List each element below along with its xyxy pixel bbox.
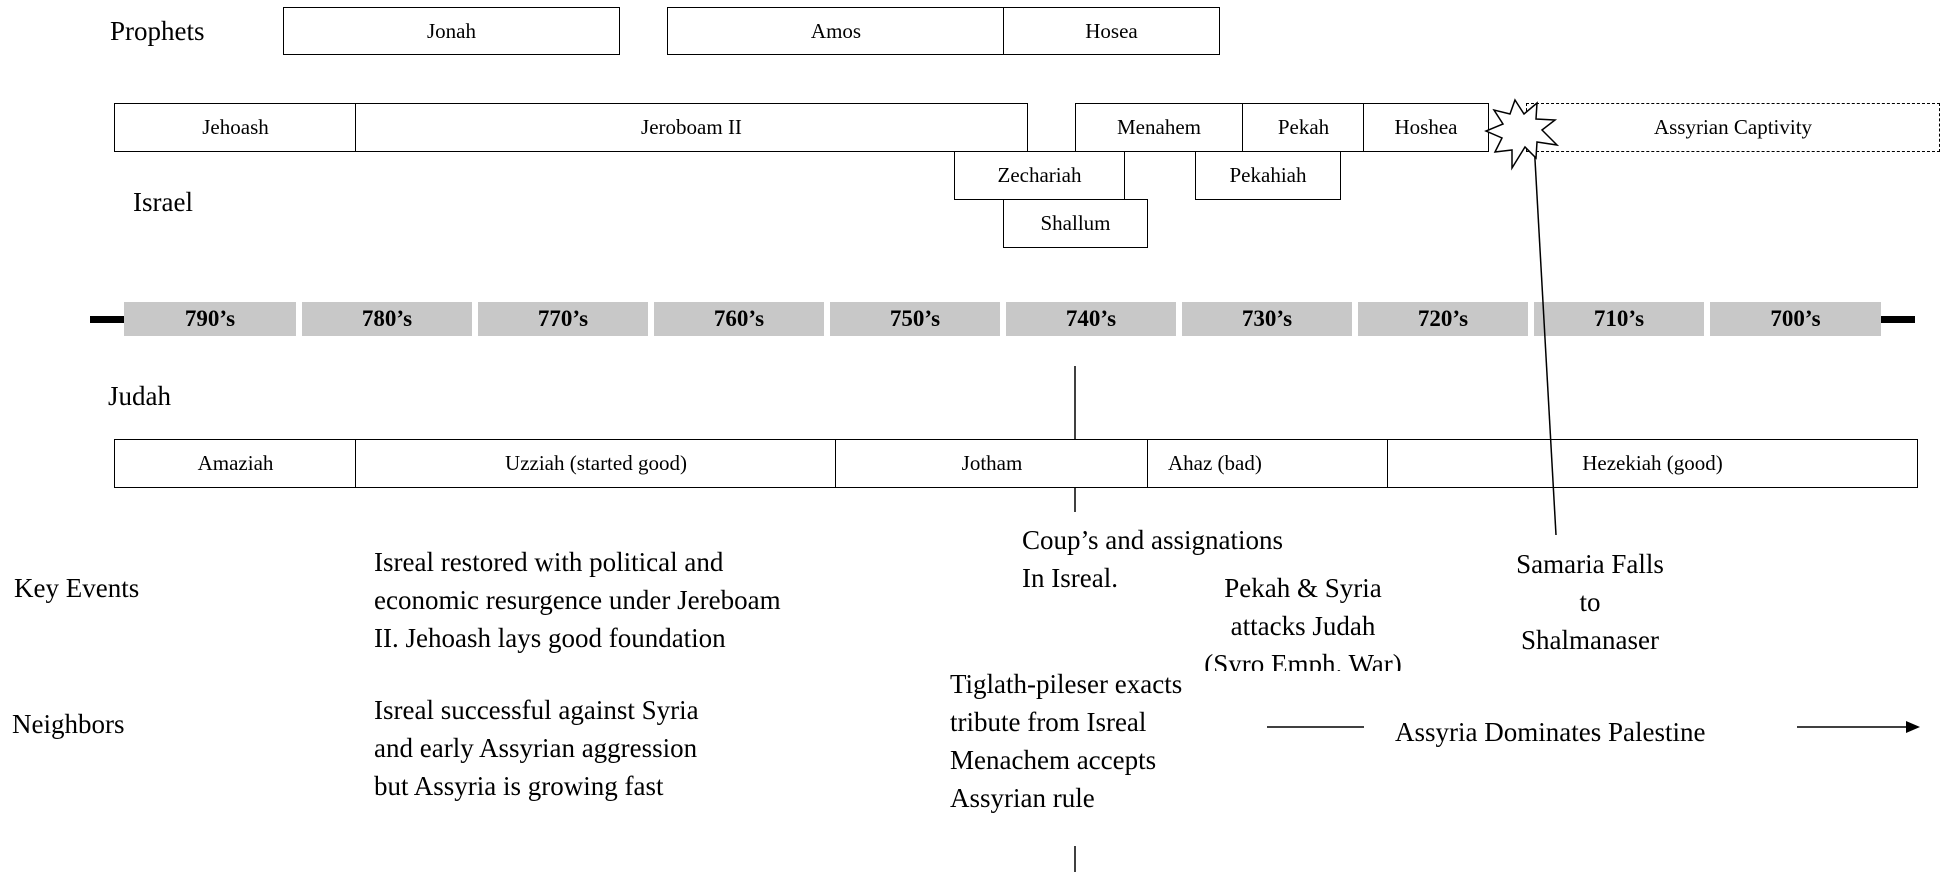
prophet-jonah: Jonah xyxy=(283,7,620,55)
neighbors-early-line: Isreal successful against Syria xyxy=(374,695,699,725)
israel-king-pekah: Pekah xyxy=(1242,103,1365,152)
decade-750s: 750’s xyxy=(830,302,1000,336)
event-coups-line: In Isreal. xyxy=(1022,563,1118,593)
neighbors-assyria-dominates: Assyria Dominates Palestine xyxy=(1395,717,1706,747)
decade-740s: 740’s xyxy=(1006,302,1176,336)
event-coups-line: Coup’s and assignations xyxy=(1022,525,1283,555)
decade-730s: 730’s xyxy=(1182,302,1352,336)
event-restoration-line: II. Jehoash lays good foundation xyxy=(374,623,726,653)
neighbors-label: Neighbors xyxy=(12,709,125,739)
event-coups: Coup’s and assignations In Isreal. xyxy=(1022,521,1283,597)
neighbors-tiglath-line: Assyrian rule xyxy=(950,783,1095,813)
neighbors-early-line: but Assyria is growing fast xyxy=(374,771,664,801)
prophets-label: Prophets xyxy=(110,16,205,46)
key-events-label: Key Events xyxy=(14,573,140,603)
dominates-arrowhead xyxy=(1906,721,1920,733)
event-syro-line: (Syro Emph. War) xyxy=(1204,649,1402,671)
event-samaria-falls: Samaria Falls to Shalmanaser xyxy=(1490,545,1690,659)
judah-king-hezekiah: Hezekiah (good) xyxy=(1387,439,1918,488)
assyrian-captivity: Assyrian Captivity xyxy=(1526,103,1940,152)
neighbors-tiglath: Tiglath-pileser exacts tribute from Isre… xyxy=(950,665,1182,817)
neighbors-early-line: and early Assyrian aggression xyxy=(374,733,698,763)
judah-king-ahaz: Ahaz (bad) xyxy=(1147,439,1389,488)
event-samaria-line: Shalmanaser xyxy=(1521,625,1659,655)
decade-700s: 700’s xyxy=(1710,302,1881,336)
prophet-amos: Amos xyxy=(667,7,1005,55)
event-syro-line: Pekah & Syria xyxy=(1224,573,1382,603)
decade-710s: 710’s xyxy=(1534,302,1704,336)
israel-label: Israel xyxy=(133,187,193,217)
judah-king-amaziah: Amaziah xyxy=(114,439,357,488)
judah-king-jotham: Jotham xyxy=(835,439,1149,488)
israel-king-menahem: Menahem xyxy=(1075,103,1243,152)
decade-770s: 770’s xyxy=(478,302,648,336)
israel-king-jehoash: Jehoash xyxy=(114,103,357,152)
event-syro-line: attacks Judah xyxy=(1230,611,1376,641)
event-samaria-line: to xyxy=(1579,587,1601,617)
event-syro-war: Pekah & Syria attacks Judah (Syro Emph. … xyxy=(1178,569,1428,671)
timeline-end-right xyxy=(1881,316,1915,323)
decade-790s: 790’s xyxy=(124,302,296,336)
judah-label: Judah xyxy=(108,381,171,411)
judah-king-uzziah: Uzziah (started good) xyxy=(355,439,837,488)
israel-king-shallum: Shallum xyxy=(1003,199,1148,248)
timeline-end-left xyxy=(90,316,124,323)
israel-king-hoshea: Hoshea xyxy=(1363,103,1489,152)
samaria-pointer-line xyxy=(1532,123,1557,536)
event-samaria-line: Samaria Falls xyxy=(1516,549,1664,579)
neighbors-tiglath-line: tribute from Isreal xyxy=(950,707,1147,737)
event-restoration-line: Isreal restored with political and xyxy=(374,547,724,577)
neighbors-early: Isreal successful against Syria and earl… xyxy=(374,691,699,805)
decade-720s: 720’s xyxy=(1358,302,1528,336)
neighbors-tiglath-line: Tiglath-pileser exacts xyxy=(950,669,1183,699)
prophet-hosea: Hosea xyxy=(1003,7,1220,55)
event-restoration-line: economic resurgence under Jereboam xyxy=(374,585,781,615)
neighbors-tiglath-line: Menachem accepts xyxy=(950,745,1157,775)
israel-king-zechariah: Zechariah xyxy=(954,151,1125,200)
event-restoration: Isreal restored with political and econo… xyxy=(374,543,781,657)
decade-760s: 760’s xyxy=(654,302,824,336)
decade-780s: 780’s xyxy=(302,302,472,336)
starburst-icon xyxy=(1484,98,1560,171)
israel-king-jeroboam-ii: Jeroboam II xyxy=(355,103,1028,152)
